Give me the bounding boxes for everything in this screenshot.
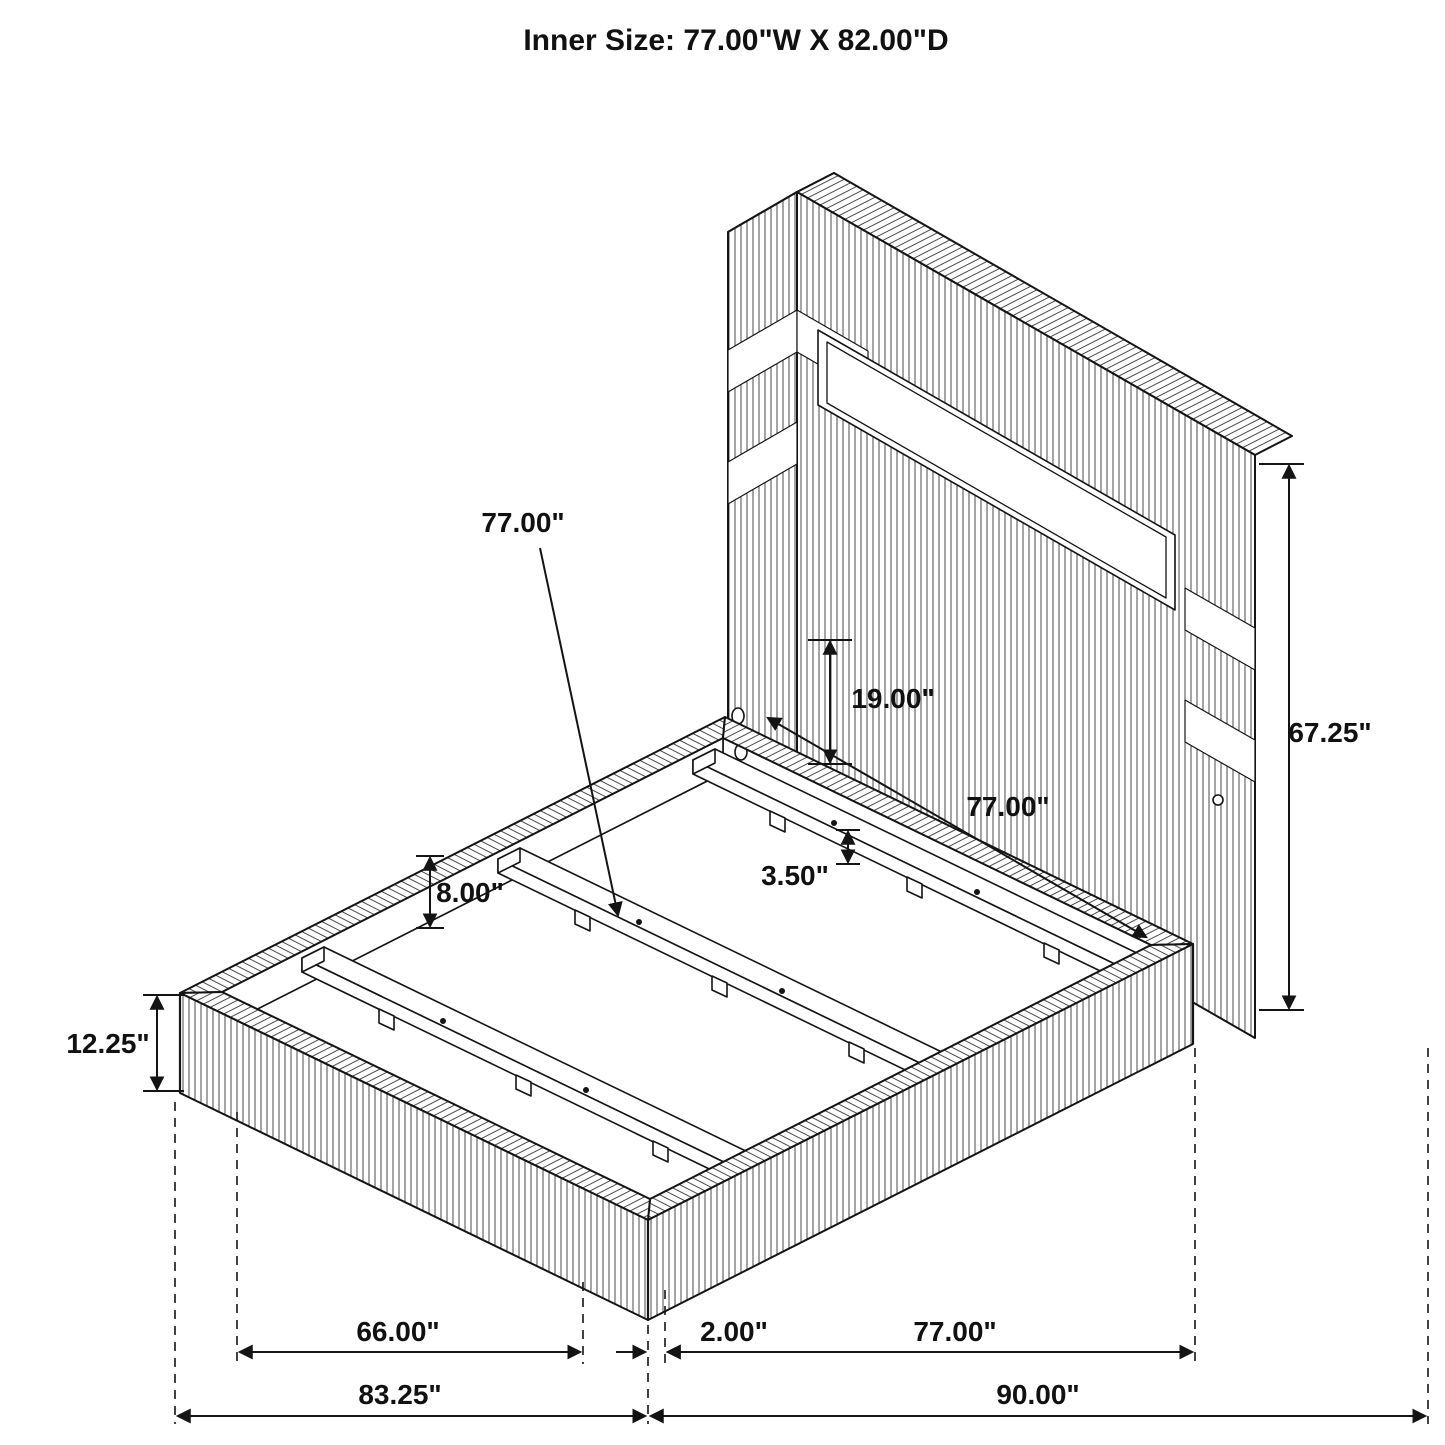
dim-rail-height-label: 12.25" (66, 1028, 149, 1059)
headboard-bolt-hole (1212, 794, 1224, 806)
dim-slat-height-label: 3.50" (761, 860, 829, 891)
dim-slat-area-width: 66.00" (237, 1316, 583, 1360)
dim-headboard-panel-label: 19.00" (851, 683, 934, 714)
left-post-belt-2 (727, 421, 798, 505)
dim-slat-area-width-label: 66.00" (356, 1316, 439, 1347)
right-post-belt (1184, 587, 1256, 671)
headboard-mirror-panel-inner (826, 341, 1167, 599)
dim-overall-width: 83.25" (175, 1379, 648, 1424)
dim-support-height: 8.00" (416, 855, 504, 929)
dim-inner-width: 77.00" (766, 716, 1148, 939)
dim-slat-height: 3.50" (761, 829, 860, 891)
dim-frame-lip: 2.00" (616, 1316, 768, 1360)
dim-slat-length-label: 77.00" (481, 507, 564, 538)
diagram-title: Inner Size: 77.00"W X 82.00"D (523, 24, 948, 57)
dim-slat-length: 77.00" (481, 507, 623, 918)
right-post-belt-2 (1184, 699, 1256, 783)
dim-overall-depth-label: 90.00" (996, 1379, 1079, 1410)
dim-inner-depth-span: 77.00" (665, 1316, 1195, 1360)
dim-rail-height: 12.25" (66, 994, 184, 1092)
dim-support-height-label: 8.00" (436, 877, 504, 908)
dim-frame-lip-label: 2.00" (700, 1316, 768, 1347)
headboard-mirror-panel (817, 329, 1176, 611)
dim-overall-depth: 90.00" (648, 1379, 1428, 1424)
dim-overall-width-label: 83.25" (358, 1379, 441, 1410)
dim-inner-depth-span-label: 77.00" (913, 1316, 996, 1347)
dim-inner-width-label: 77.00" (966, 791, 1049, 822)
dimension-annotations: 77.00" 19.00" 77.00" 3.50" 8.00" (66, 463, 1429, 1424)
dim-headboard-height-label: 67.25" (1288, 717, 1371, 748)
projection-lines (174, 1048, 1429, 1424)
dim-headboard-height: 67.25" (1259, 463, 1372, 1011)
